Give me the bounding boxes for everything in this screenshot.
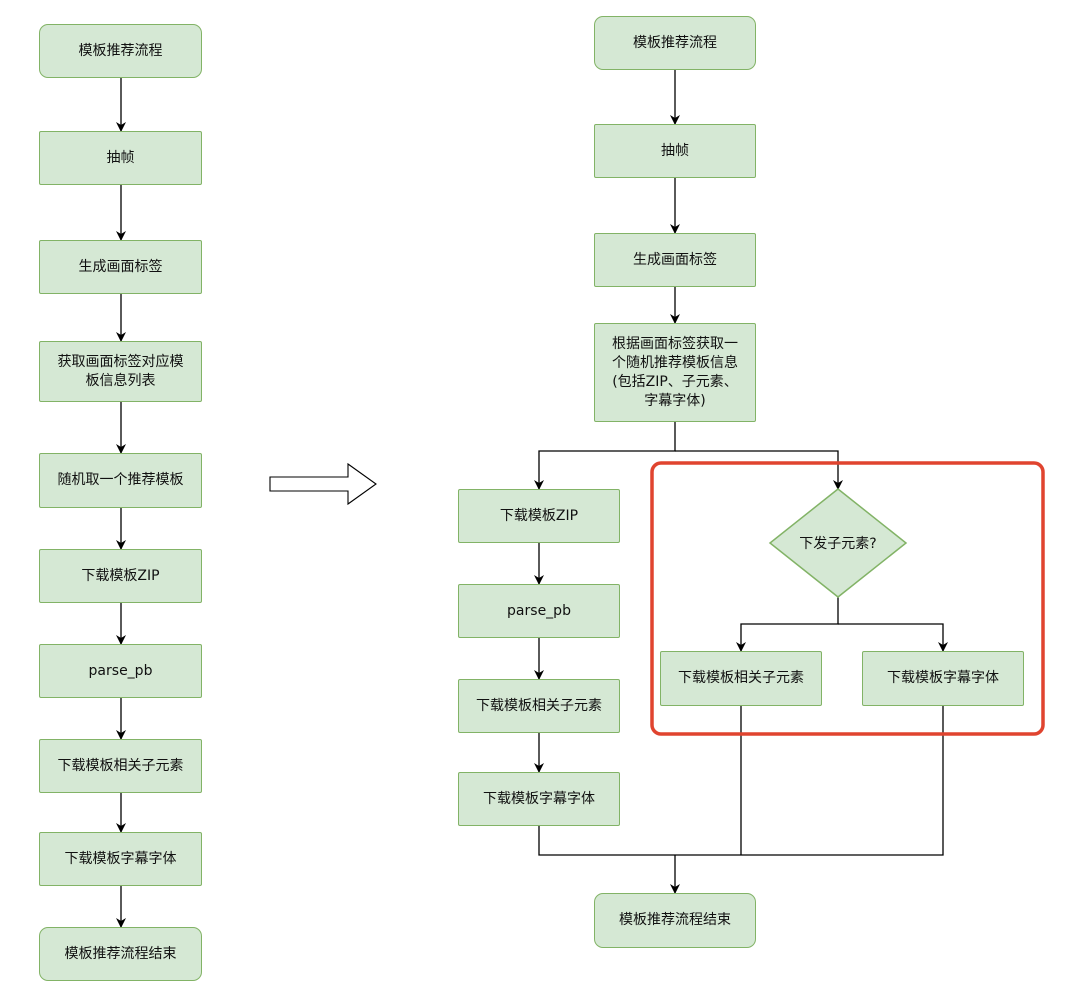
- branch-a-node: 下载模板相关子元素: [458, 679, 620, 733]
- left-step-node: 获取画面标签对应模 板信息列表: [39, 341, 202, 402]
- decision-label: 下发子元素?: [799, 536, 877, 552]
- right-tag-node: 生成画面标签: [594, 233, 756, 287]
- left-step-node: 随机取一个推荐模板: [39, 453, 202, 508]
- branch-b-left-node: 下载模板相关子元素: [660, 651, 822, 706]
- edge: [736, 597, 839, 652]
- left-step-node: 下载模板ZIP: [39, 549, 202, 603]
- left-step-node: 生成画面标签: [39, 240, 202, 294]
- left-start-node: 模板推荐流程: [39, 24, 202, 78]
- edge: [534, 422, 676, 490]
- left-step-node: 下载模板相关子元素: [39, 739, 202, 793]
- right-frame-node: 抽帧: [594, 124, 756, 178]
- branch-b-right-node: 下载模板字幕字体: [862, 651, 1024, 706]
- right-connectors: [534, 70, 948, 894]
- left-step-node: 抽帧: [39, 131, 202, 185]
- edge: [675, 450, 843, 490]
- right-start-node: 模板推荐流程: [594, 16, 756, 70]
- branch-a-node: 下载模板字幕字体: [458, 772, 620, 826]
- branch-a-node: 下载模板ZIP: [458, 489, 620, 543]
- left-step-node: 下载模板字幕字体: [39, 832, 202, 886]
- decision-diamond: [768, 488, 908, 598]
- transition-arrow: [269, 462, 377, 506]
- edge: [838, 623, 948, 652]
- branch-a-node: parse_pb: [458, 584, 620, 638]
- highlight-box: [650, 461, 1045, 736]
- left-end-node: 模板推荐流程结束: [39, 927, 202, 981]
- right-fetch-node: 根据画面标签获取一 个随机推荐模板信息 (包括ZIP、子元素、 字幕字体): [594, 323, 756, 422]
- right-end-node: 模板推荐流程结束: [594, 893, 756, 948]
- left-step-node: parse_pb: [39, 644, 202, 698]
